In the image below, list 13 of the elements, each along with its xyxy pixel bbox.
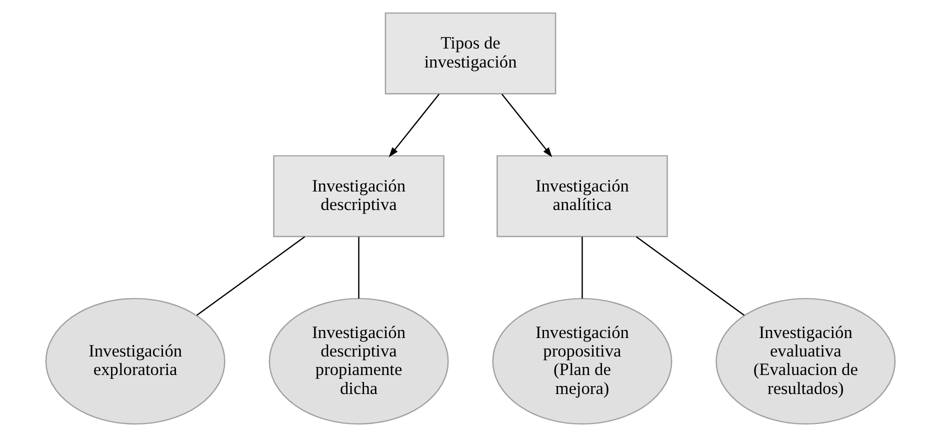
node-ellipse: Investigación propositiva (Plan de mejora) (492, 298, 672, 425)
connector (358, 236, 360, 298)
connector (582, 236, 583, 298)
arrow (388, 94, 440, 158)
node-box: Investigación analítica (496, 155, 668, 238)
node-ellipse: Investigación exploratoria (45, 298, 226, 425)
connector (636, 236, 745, 316)
arrow (501, 94, 552, 158)
node-box: Investigación descriptiva (273, 155, 444, 238)
connector (196, 236, 306, 316)
node-ellipse: Investigación evaluativa (Evaluacion de resultados) (716, 298, 896, 425)
node-ellipse: Investigación descriptiva propiamente dicha (268, 298, 449, 425)
node-box: Tipos de investigación (384, 12, 556, 94)
